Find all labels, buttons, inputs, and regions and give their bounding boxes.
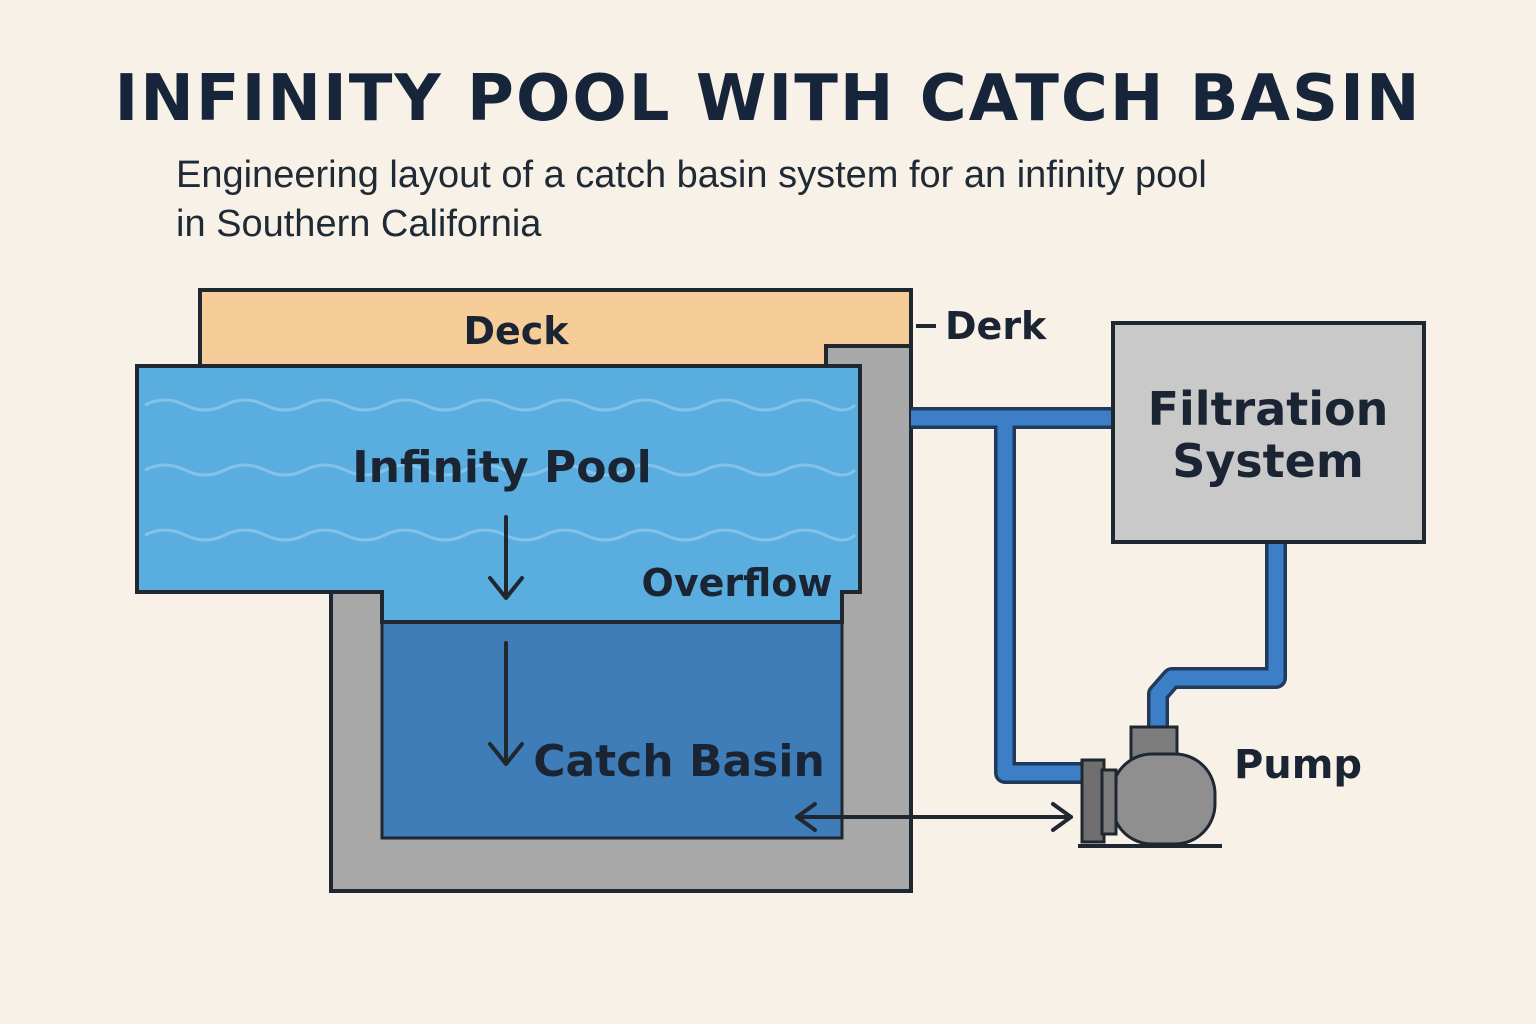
catch-basin-water [380, 616, 844, 840]
pump-flange-inner [1100, 768, 1118, 836]
filtration-label-line-1: Filtration [1148, 382, 1389, 436]
derk-label: Derk [945, 304, 1047, 348]
subtitle-line-2: in Southern California [176, 203, 542, 245]
page-title: INFINITY POOL WITH CATCH BASIN [114, 62, 1421, 136]
infinity-pool-label: Infinity Pool [352, 442, 652, 493]
deck-slab [198, 288, 913, 370]
pipe-tee-to-pump [994, 418, 1085, 784]
wave-line [144, 463, 857, 477]
catch-basin-label: Catch Basin [533, 736, 825, 787]
pump-body [1110, 752, 1217, 846]
pump-icon [1078, 725, 1222, 848]
deck-label: Deck [463, 309, 569, 353]
subtitle-line-1: Engineering layout of a catch basin syst… [176, 154, 1207, 196]
wave-line [144, 398, 857, 412]
pump-label: Pump [1234, 742, 1362, 788]
filtration-label-line-2: System [1172, 434, 1364, 488]
arrow-down-icon [488, 641, 524, 766]
overflow-label: Overflow [642, 561, 833, 605]
double-arrow-icon [795, 802, 1073, 832]
pipe-filtration-to-pump [1147, 541, 1287, 730]
infinity-pool-water [135, 364, 862, 624]
arrow-down-icon [488, 515, 524, 600]
filtration-system-box [1111, 321, 1426, 544]
pipe-network [911, 407, 1287, 784]
